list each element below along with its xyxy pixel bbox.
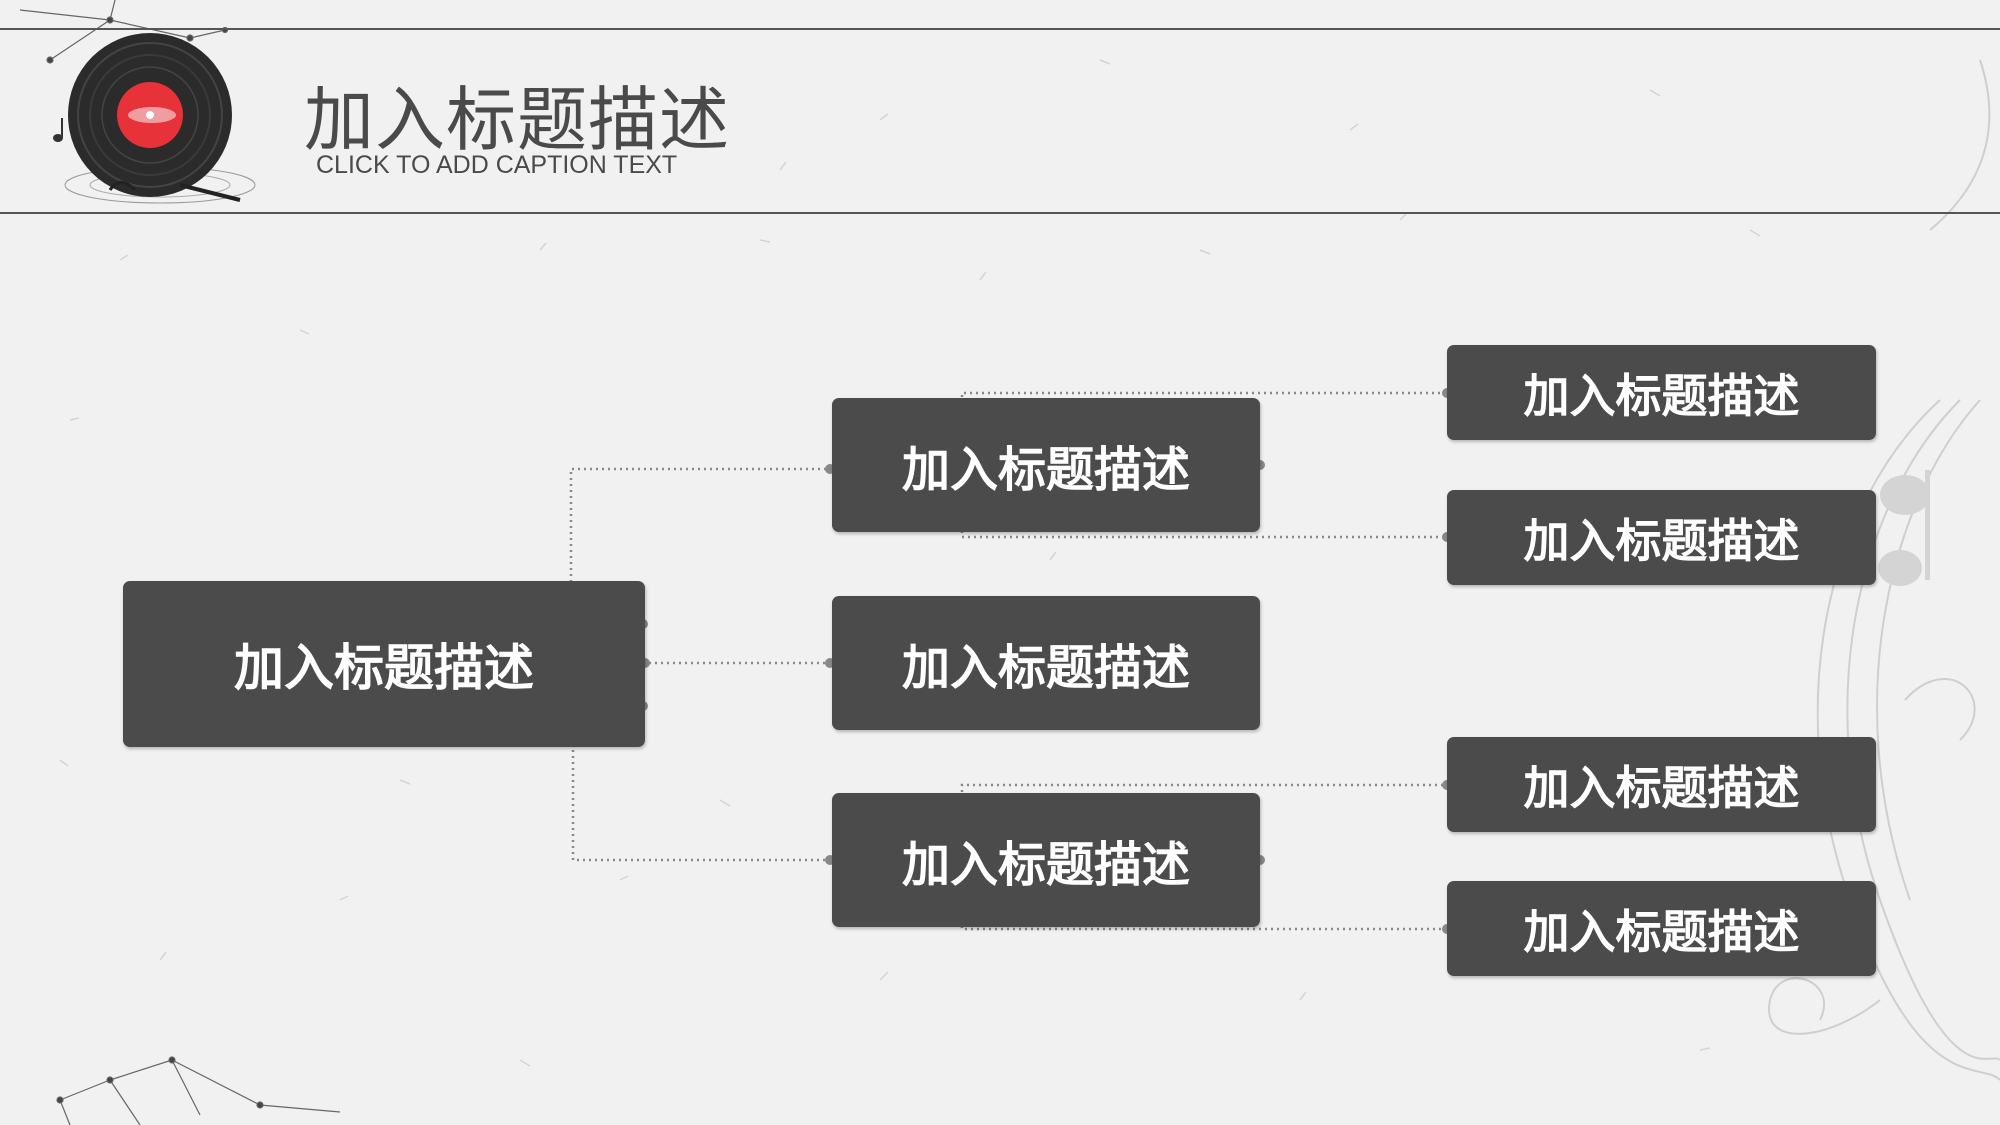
- vinyl-record-icon: [53, 33, 256, 204]
- diagram-l2-node-4[interactable]: 加入标题描述: [1447, 881, 1876, 976]
- l1-node-label: 加入标题描述: [901, 640, 1190, 696]
- l2-node-label: 加入标题描述: [1523, 368, 1800, 423]
- l2-node-label: 加入标题描述: [1523, 760, 1800, 815]
- l1-node-label: 加入标题描述: [901, 442, 1190, 498]
- diagram-l2-node-2[interactable]: 加入标题描述: [1447, 490, 1876, 585]
- header-top-line: [0, 28, 2000, 30]
- l2-node-label: 加入标题描述: [1523, 904, 1800, 959]
- page-subtitle: CLICK TO ADD CAPTION TEXT: [316, 151, 678, 179]
- diagram-l1-node-middle[interactable]: 加入标题描述: [832, 596, 1260, 730]
- constellation-decoration-bottom: [56, 1056, 341, 1125]
- diagram-l1-node-bottom[interactable]: 加入标题描述: [832, 793, 1260, 927]
- page-title: 加入标题描述: [304, 79, 730, 161]
- diagram-root-node[interactable]: 加入标题描述: [123, 581, 645, 747]
- diagram-l2-node-1[interactable]: 加入标题描述: [1447, 345, 1876, 440]
- l2-node-label: 加入标题描述: [1523, 513, 1800, 568]
- music-note-icon: [53, 118, 63, 142]
- diagram-l1-node-top[interactable]: 加入标题描述: [832, 398, 1260, 532]
- diagram-l2-node-3[interactable]: 加入标题描述: [1447, 737, 1876, 832]
- l1-node-label: 加入标题描述: [901, 837, 1190, 893]
- header-bottom-line: [0, 212, 2000, 214]
- music-note-decoration: [1878, 470, 1930, 586]
- root-node-label: 加入标题描述: [234, 639, 534, 697]
